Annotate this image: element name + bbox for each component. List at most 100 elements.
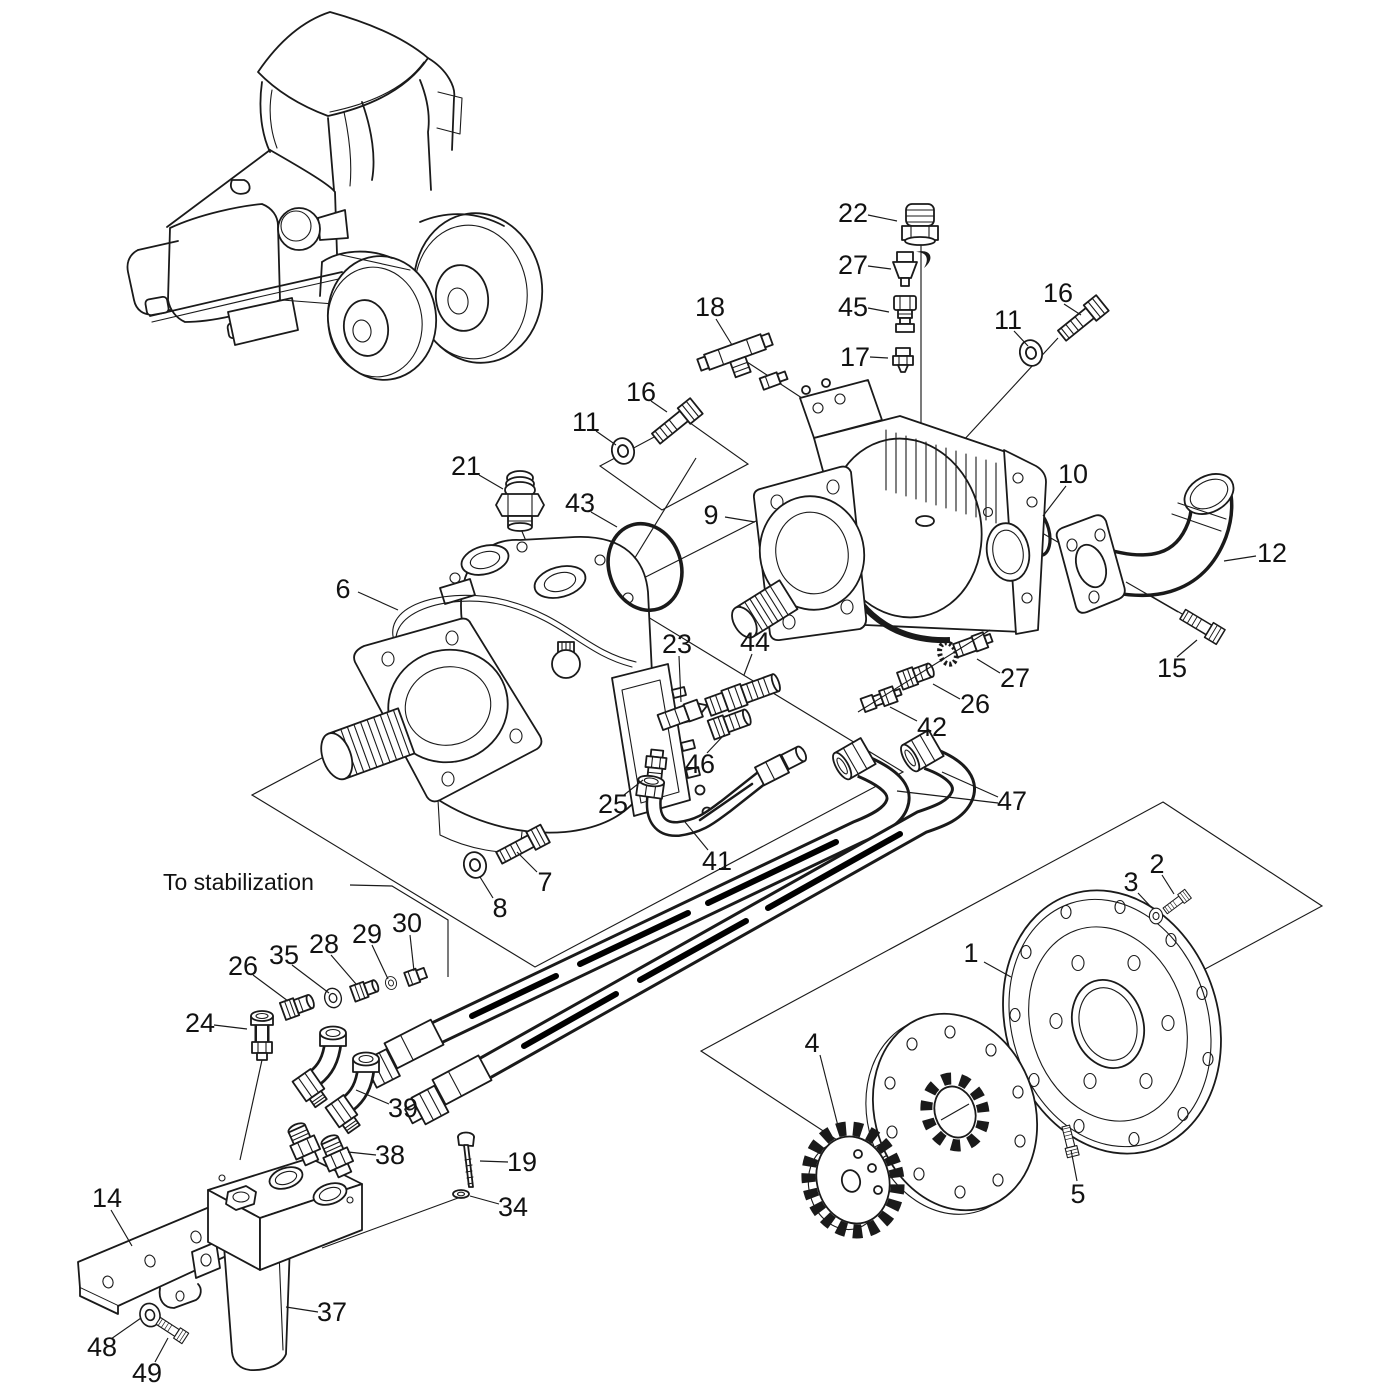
- washer-34: [452, 1189, 470, 1199]
- vehicle-sketch: [126, 11, 544, 381]
- leader-line-18: [715, 318, 733, 346]
- leader-line-42: [889, 706, 918, 722]
- leader-line-15: [1176, 639, 1198, 658]
- fitting-column-22-27-45-17: [892, 203, 939, 373]
- callout-27-18: 27: [1000, 663, 1030, 693]
- washer-8: [460, 848, 490, 882]
- callout-10-13: 10: [1058, 459, 1088, 489]
- bolt-49: [154, 1315, 190, 1345]
- callout-17-3: 17: [840, 342, 870, 372]
- leader-line-12: [1223, 555, 1257, 562]
- leader-line-45: [867, 307, 890, 313]
- callout-46-21: 46: [685, 749, 715, 779]
- leader-line-21: [478, 474, 504, 490]
- washer-11-left: [608, 434, 638, 468]
- elbow-24: [250, 1010, 274, 1061]
- leader-line-43: [590, 511, 618, 528]
- callout-30-32: 30: [392, 908, 422, 938]
- callout-22-0: 22: [838, 198, 868, 228]
- fitting-44: [704, 673, 781, 717]
- callout-16-7: 16: [626, 377, 656, 407]
- callout-5-29: 5: [1070, 1179, 1085, 1209]
- leader-line-39: [355, 1089, 390, 1105]
- callout-1-25: 1: [963, 938, 978, 968]
- elbow-39-a: [291, 1025, 347, 1109]
- leader-line-9: [724, 516, 756, 523]
- leader-line-46: [706, 734, 725, 754]
- fitting-30: [403, 966, 429, 987]
- callout-29-33: 29: [352, 919, 382, 949]
- fitting-26-bl: [278, 993, 315, 1021]
- callout-35-35: 35: [269, 940, 299, 970]
- leader-line-26: [932, 683, 961, 700]
- leader-line-28: [330, 954, 357, 985]
- leader-line-22: [867, 214, 898, 222]
- leader-line: [941, 771, 999, 798]
- callout-23-16: 23: [662, 629, 692, 659]
- callout-18-4: 18: [695, 292, 725, 322]
- callout-25-22: 25: [598, 789, 628, 819]
- o-ring-43: [606, 521, 684, 613]
- elbow-39-b: [324, 1051, 380, 1135]
- leader-line-14: [110, 1209, 133, 1247]
- callout-21-9: 21: [451, 451, 481, 481]
- washer-11-right: [1016, 336, 1046, 370]
- leader-line-35: [291, 964, 330, 994]
- leader-line-11: [595, 430, 617, 446]
- callout-16-5: 16: [1043, 278, 1073, 308]
- callout-11-8: 11: [572, 407, 600, 437]
- callout-42-20: 42: [917, 712, 947, 742]
- leader-line-16: [650, 400, 668, 413]
- bolt-19: [457, 1131, 475, 1188]
- callout-24-37: 24: [185, 1008, 215, 1038]
- callout-4-28: 4: [804, 1028, 819, 1058]
- leader-line-2: [1161, 874, 1175, 895]
- callout-9-11: 9: [703, 500, 718, 530]
- fitting-21: [495, 470, 545, 532]
- callout-44-17: 44: [740, 627, 770, 657]
- leader-line-29: [371, 944, 389, 980]
- leader-line-38: [347, 1151, 377, 1156]
- washer-29: [383, 974, 399, 992]
- leader-line-10: [1042, 485, 1067, 517]
- leader-line-8: [479, 876, 494, 899]
- callout-34-41: 34: [498, 1192, 528, 1222]
- callout-12-14: 12: [1257, 538, 1287, 568]
- washer-3: [1148, 907, 1164, 925]
- nipple-under-18: [758, 370, 789, 391]
- leader-line-6: [357, 591, 399, 611]
- callout-27-1: 27: [838, 250, 868, 280]
- callout-47-24: 47: [997, 786, 1027, 816]
- callout-7-30: 7: [537, 867, 552, 897]
- leader-line-7: [516, 851, 538, 873]
- callout-14-42: 14: [92, 1183, 122, 1213]
- leader-line-44: [743, 653, 753, 676]
- leader-line-48: [110, 1317, 142, 1340]
- leader-line-30: [409, 934, 415, 972]
- leader-line: [896, 790, 999, 804]
- leader-line-11: [1013, 330, 1029, 347]
- hose-41: [635, 745, 808, 837]
- callout-28-34: 28: [309, 929, 339, 959]
- leader-line-5: [1070, 1149, 1078, 1182]
- leader-line-34: [469, 1195, 500, 1205]
- callout-49-45: 49: [132, 1358, 162, 1388]
- bolt-2: [1161, 888, 1192, 916]
- callout-19-40: 19: [507, 1147, 537, 1177]
- leader-line-19: [479, 1160, 509, 1163]
- callout-26-19: 26: [960, 689, 990, 719]
- callout-6-12: 6: [335, 574, 350, 604]
- callout-11-6: 11: [994, 305, 1022, 335]
- callout-39-38: 39: [388, 1093, 418, 1123]
- annotation-to-stabilization: To stabilization: [163, 869, 314, 895]
- callout-41-23: 41: [702, 846, 732, 876]
- callout-45-2: 45: [838, 292, 868, 322]
- callout-37-43: 37: [317, 1297, 347, 1327]
- leader-line-26: [252, 974, 289, 1002]
- callout-2-26: 2: [1149, 849, 1164, 879]
- pump-9: [731, 378, 1047, 644]
- leader-line-3: [1137, 892, 1153, 909]
- leader-line-17: [869, 356, 889, 359]
- flywheel-plate-1: [1002, 889, 1222, 1155]
- leader-line-49: [154, 1337, 169, 1363]
